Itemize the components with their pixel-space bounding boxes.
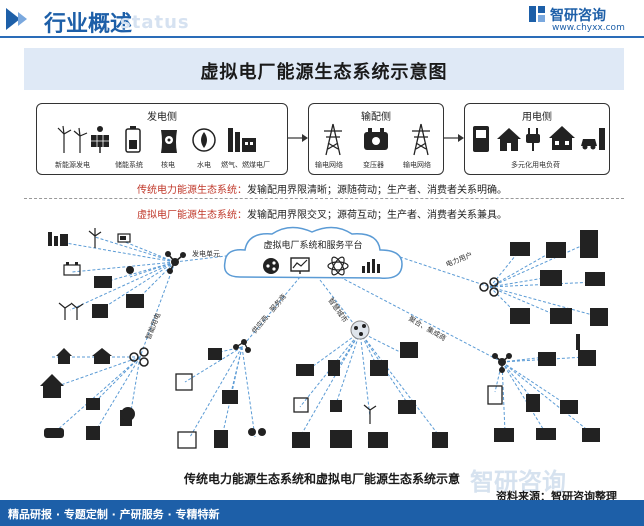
caption-new-energy: 新能源发电 — [55, 161, 90, 169]
atom-icon — [327, 256, 349, 276]
caption-transmission-1: 输电网络 — [315, 161, 343, 169]
solar-panel-icon — [91, 126, 109, 153]
bar-chart-icon — [362, 259, 380, 273]
generation-side-title: 发电侧 — [147, 112, 177, 123]
solar-panel-icon — [94, 276, 112, 288]
consumption-side-title: 用电侧 — [522, 112, 552, 123]
brand-logo-icon — [529, 6, 545, 22]
battery-icon — [117, 233, 131, 243]
battery-bank-icon — [63, 262, 81, 276]
distribution-side-box: 输配侧 输电网络 变压器 输电网络 — [308, 103, 444, 175]
house-icon — [497, 128, 521, 151]
car-charging-icon — [581, 128, 605, 150]
factory-icon — [48, 232, 68, 246]
caption-storage: 储能系统 — [115, 161, 143, 169]
transmission-tower-icon — [412, 123, 430, 156]
main-title: 虚拟电厂能源生态系统示意图 — [200, 62, 448, 83]
header-arrow-icon — [6, 8, 20, 30]
cloud-label: 虚拟电厂系统和服务平台 — [263, 239, 362, 251]
brand-watermark: 智研咨询 — [470, 468, 566, 496]
caption-transmission-2: 输电网络 — [403, 161, 431, 169]
consumption-side-box: 用电侧 多元化用电负荷 — [464, 103, 610, 175]
transmission-tower-icon — [324, 123, 342, 156]
footer-bar: 精品研报 · 专题定制 · 产研服务 · 专精特新 — [0, 500, 644, 526]
header-watermark: status — [120, 12, 190, 33]
link-label-power-user: 电力用户 — [444, 250, 473, 269]
hub-power-user — [479, 277, 499, 297]
hub-aggregator — [492, 353, 512, 373]
link-label-aggregator: 聚合、集成商 — [407, 314, 448, 343]
dashed-separator — [24, 198, 624, 199]
residential-icon — [549, 126, 575, 150]
section-title: 行业概述 — [44, 12, 133, 37]
generation-side-box: 发电侧 新能源发电 储能系统 核电 水电 燃气、燃煤电厂 — [36, 103, 288, 175]
hub-supplier — [233, 339, 251, 353]
wind-turbine-icon — [58, 302, 84, 320]
service-icons — [175, 348, 266, 449]
traditional-label: 传统电力能源生态系统： — [137, 185, 247, 196]
platform-cloud — [223, 226, 403, 279]
virtual-text: 发输配用界限交叉；源荷互动；生产者、消费者关系兼具。 — [247, 210, 507, 221]
hydro-power-icon — [192, 128, 216, 152]
link-label-supplier: 供应商、服务商 — [250, 292, 288, 335]
nuclear-plant-icon — [161, 130, 177, 153]
link-label-generation: 发电单元 — [192, 249, 220, 258]
header-divider — [0, 36, 644, 38]
traditional-text: 发输配用界限清晰；源随荷动；生产者、消费者关系明确。 — [247, 185, 507, 196]
transformer-icon — [364, 128, 388, 150]
office-building-icon — [510, 230, 608, 326]
energy-storage-icon — [92, 304, 108, 318]
link-label-smart-city: 智慧城市 — [326, 296, 349, 324]
title-band: 虚拟电厂能源生态系统示意图 — [24, 48, 624, 90]
caption-transformer: 变压器 — [363, 161, 384, 169]
solar-panel-icon — [126, 294, 144, 308]
share-icon — [263, 258, 279, 274]
virtual-description: 虚拟电厂能源生态系统：发输配用界限交叉；源荷互动；生产者、消费者关系兼具。 — [0, 206, 644, 221]
caption-thermal: 燃气、燃煤电厂 — [221, 161, 270, 169]
bottom-caption: 传统电力能源生态系统和虚拟电厂能源生态系统示意 — [183, 472, 460, 486]
caption-diverse-load: 多元化用电负荷 — [511, 161, 560, 169]
house-icon — [40, 348, 112, 398]
footer-services: 精品研报 · 专题定制 · 产研服务 · 专精特新 — [8, 508, 220, 521]
flow-arrow-icon — [444, 134, 464, 142]
flow-arrow-icon — [288, 134, 308, 142]
hub-smart-power — [129, 347, 149, 367]
header-arrow-small-icon — [18, 12, 27, 26]
sun-icon — [126, 266, 134, 274]
data-source: 资料来源：智研咨询整理 — [496, 490, 617, 503]
hub-generation — [165, 251, 186, 274]
battery-storage-icon — [125, 126, 141, 153]
distribution-side-title: 输配侧 — [361, 112, 391, 123]
city-building-icons — [292, 342, 448, 448]
ev-charger-icon — [473, 126, 489, 152]
link-label-smart-power: 智能用电 — [144, 311, 163, 340]
caption-hydro: 水电 — [197, 161, 211, 169]
brand-name: 智研咨询 — [550, 8, 606, 24]
virtual-label: 虚拟电厂能源生态系统： — [137, 210, 247, 221]
monitor-chart-icon — [290, 257, 310, 274]
wind-turbine-icon — [57, 125, 88, 153]
thermal-plant-icon — [228, 128, 256, 152]
caption-nuclear: 核电 — [161, 161, 175, 169]
brand-url[interactable]: www.chyxx.com — [552, 23, 625, 33]
aggregator-icons — [487, 334, 600, 442]
virtual-plant-network: 虚拟电厂系统和服务平台 发电单元 电力 — [40, 226, 608, 449]
wind-turbine-icon — [363, 404, 377, 424]
header: 行业概述 status 智研咨询 www.chyxx.com — [0, 0, 644, 40]
wind-turbine-icon — [88, 228, 102, 248]
traditional-description: 传统电力能源生态系统：发输配用界限清晰；源随荷动；生产者、消费者关系明确。 — [0, 181, 644, 196]
lightbulb-icon — [121, 407, 135, 421]
hub-smart-city — [350, 320, 370, 340]
ev-charger-icon — [44, 398, 132, 440]
plug-icon — [526, 128, 540, 151]
